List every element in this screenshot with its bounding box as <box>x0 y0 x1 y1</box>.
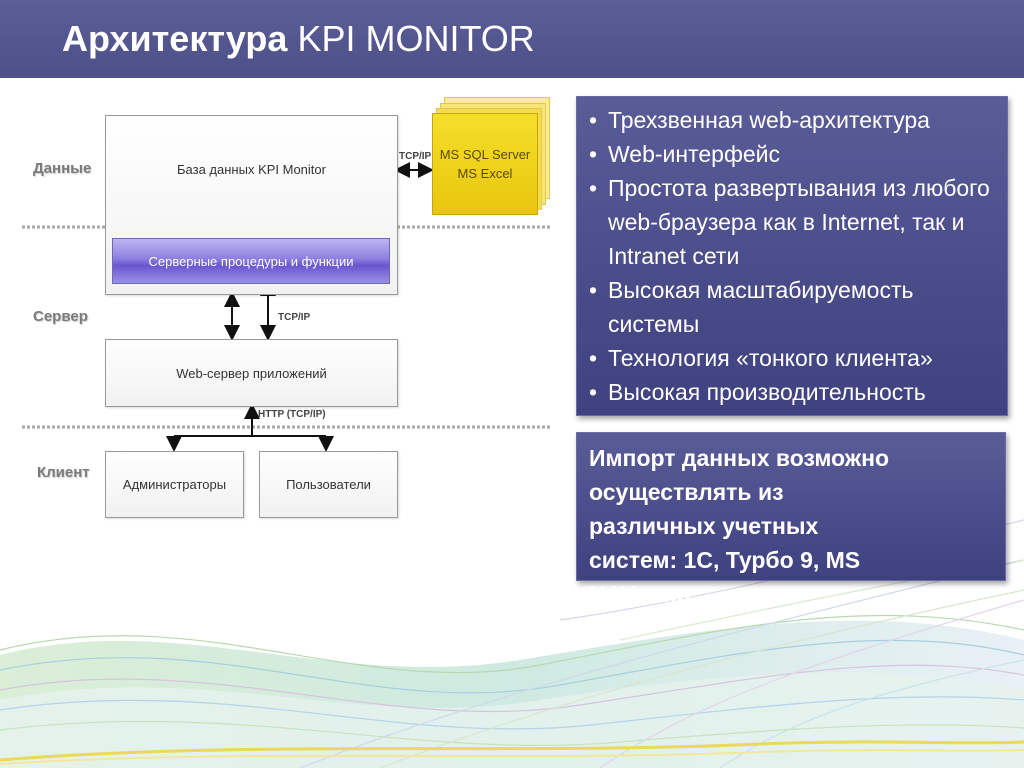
slide-header: Архитектура KPI MONITOR <box>0 0 1024 78</box>
layer-label-data: Данные <box>33 160 92 177</box>
server-procedures-label: Серверные процедуры и функции <box>148 253 354 269</box>
web-server-label: Web-сервер приложений <box>176 365 327 381</box>
slide-title: Архитектура KPI MONITOR <box>62 18 535 60</box>
sql-server-box: MS SQL Server MS Excel <box>432 113 538 215</box>
import-panel: Импорт данных возможно осуществлять из р… <box>576 432 1006 607</box>
users-label: Пользователи <box>286 477 371 492</box>
web-server-box: Web-сервер приложений <box>105 339 398 407</box>
feature-item: Технология «тонкого клиента» <box>577 341 1007 375</box>
feature-item: Высокая производительность <box>577 375 1007 409</box>
sql-server-line1: MS SQL Server <box>439 147 531 162</box>
title-rest: KPI MONITOR <box>297 18 535 59</box>
features-panel: Трехзвенная web-архитектура Web-интерфей… <box>576 96 1008 416</box>
users-box: Пользователи <box>259 451 398 518</box>
feature-item: Высокая масштабируемость системы <box>577 273 1007 341</box>
admins-label: Администраторы <box>122 477 227 492</box>
database-box-label: База данных KPI Monitor <box>177 162 326 177</box>
features-list: Трехзвенная web-архитектура Web-интерфей… <box>577 103 1007 409</box>
title-bold: Архитектура <box>62 18 288 59</box>
feature-item: Простота развертывания из любого web-бра… <box>577 171 1007 273</box>
layer-label-client: Клиент <box>37 464 90 481</box>
tcp-label-mid: TCP/IP <box>278 312 311 323</box>
sql-server-line2: MS Excel <box>457 166 513 181</box>
http-label: HTTP (TCP/IP) <box>258 409 326 420</box>
import-note: Импорт данных возможно осуществлять из р… <box>589 445 890 607</box>
admins-box: Администраторы <box>105 451 244 518</box>
layer-label-server: Сервер <box>33 308 88 325</box>
feature-item: Трехзвенная web-архитектура <box>577 103 1007 137</box>
server-procedures-bar: Серверные процедуры и функции <box>112 238 390 284</box>
feature-item: Web-интерфейс <box>577 137 1007 171</box>
tcp-label-top: TCP/IP <box>399 151 432 162</box>
